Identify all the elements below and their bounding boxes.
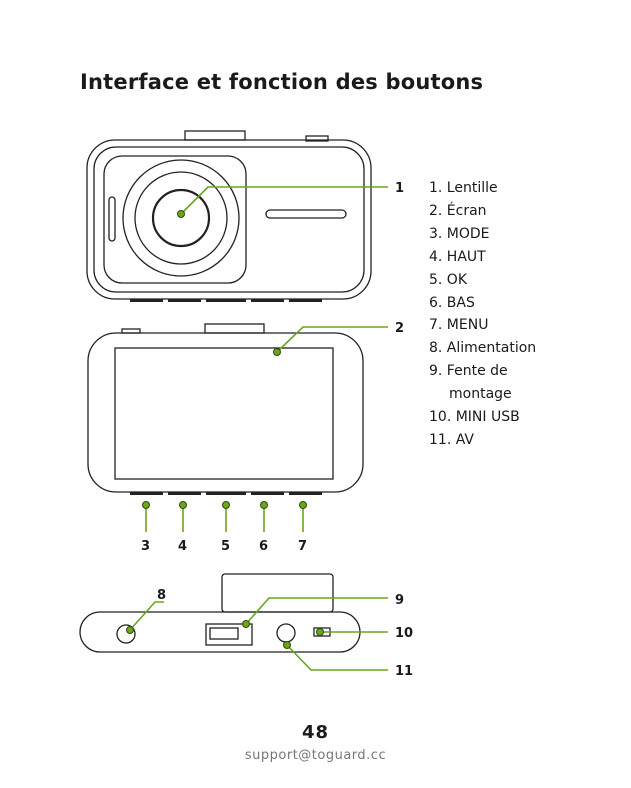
callout-7: 7: [298, 539, 307, 554]
callout-6: 6: [259, 539, 268, 554]
callout-5: 5: [221, 539, 230, 554]
legend-item: 9. Fente de: [429, 360, 536, 383]
top-view: [80, 574, 360, 652]
legend-item: 7. MENU: [429, 314, 536, 337]
legend-item: 11. AV: [429, 429, 536, 452]
legend-item: 6. BAS: [429, 292, 536, 315]
callout-dots: [127, 211, 324, 649]
button-legend: 1. Lentille 2. Écran 3. MODE 4. HAUT 5. …: [429, 177, 536, 452]
support-email: support@toguard.cc: [0, 748, 631, 763]
front-view: [87, 131, 371, 299]
back-bottom-buttons: [130, 492, 322, 495]
legend-item: 10. MINI USB: [429, 406, 536, 429]
callout-8: 8: [157, 588, 166, 603]
callout-1: 1: [395, 181, 404, 196]
callout-11: 11: [395, 664, 413, 679]
legend-item: 4. HAUT: [429, 246, 536, 269]
legend-item: 1. Lentille: [429, 177, 536, 200]
legend-item: 3. MODE: [429, 223, 536, 246]
callout-9: 9: [395, 593, 404, 608]
callout-4: 4: [178, 539, 187, 554]
callout-10: 10: [395, 626, 413, 641]
legend-item-continuation: montage: [429, 383, 536, 406]
front-bottom-buttons: [130, 299, 322, 302]
page-number: 48: [0, 722, 631, 743]
legend-item: 8. Alimentation: [429, 337, 536, 360]
callout-3: 3: [141, 539, 150, 554]
back-view: [88, 324, 363, 492]
legend-item: 5. OK: [429, 269, 536, 292]
callout-2: 2: [395, 321, 404, 336]
callout-lines: [130, 187, 388, 670]
legend-item: 2. Écran: [429, 200, 536, 223]
